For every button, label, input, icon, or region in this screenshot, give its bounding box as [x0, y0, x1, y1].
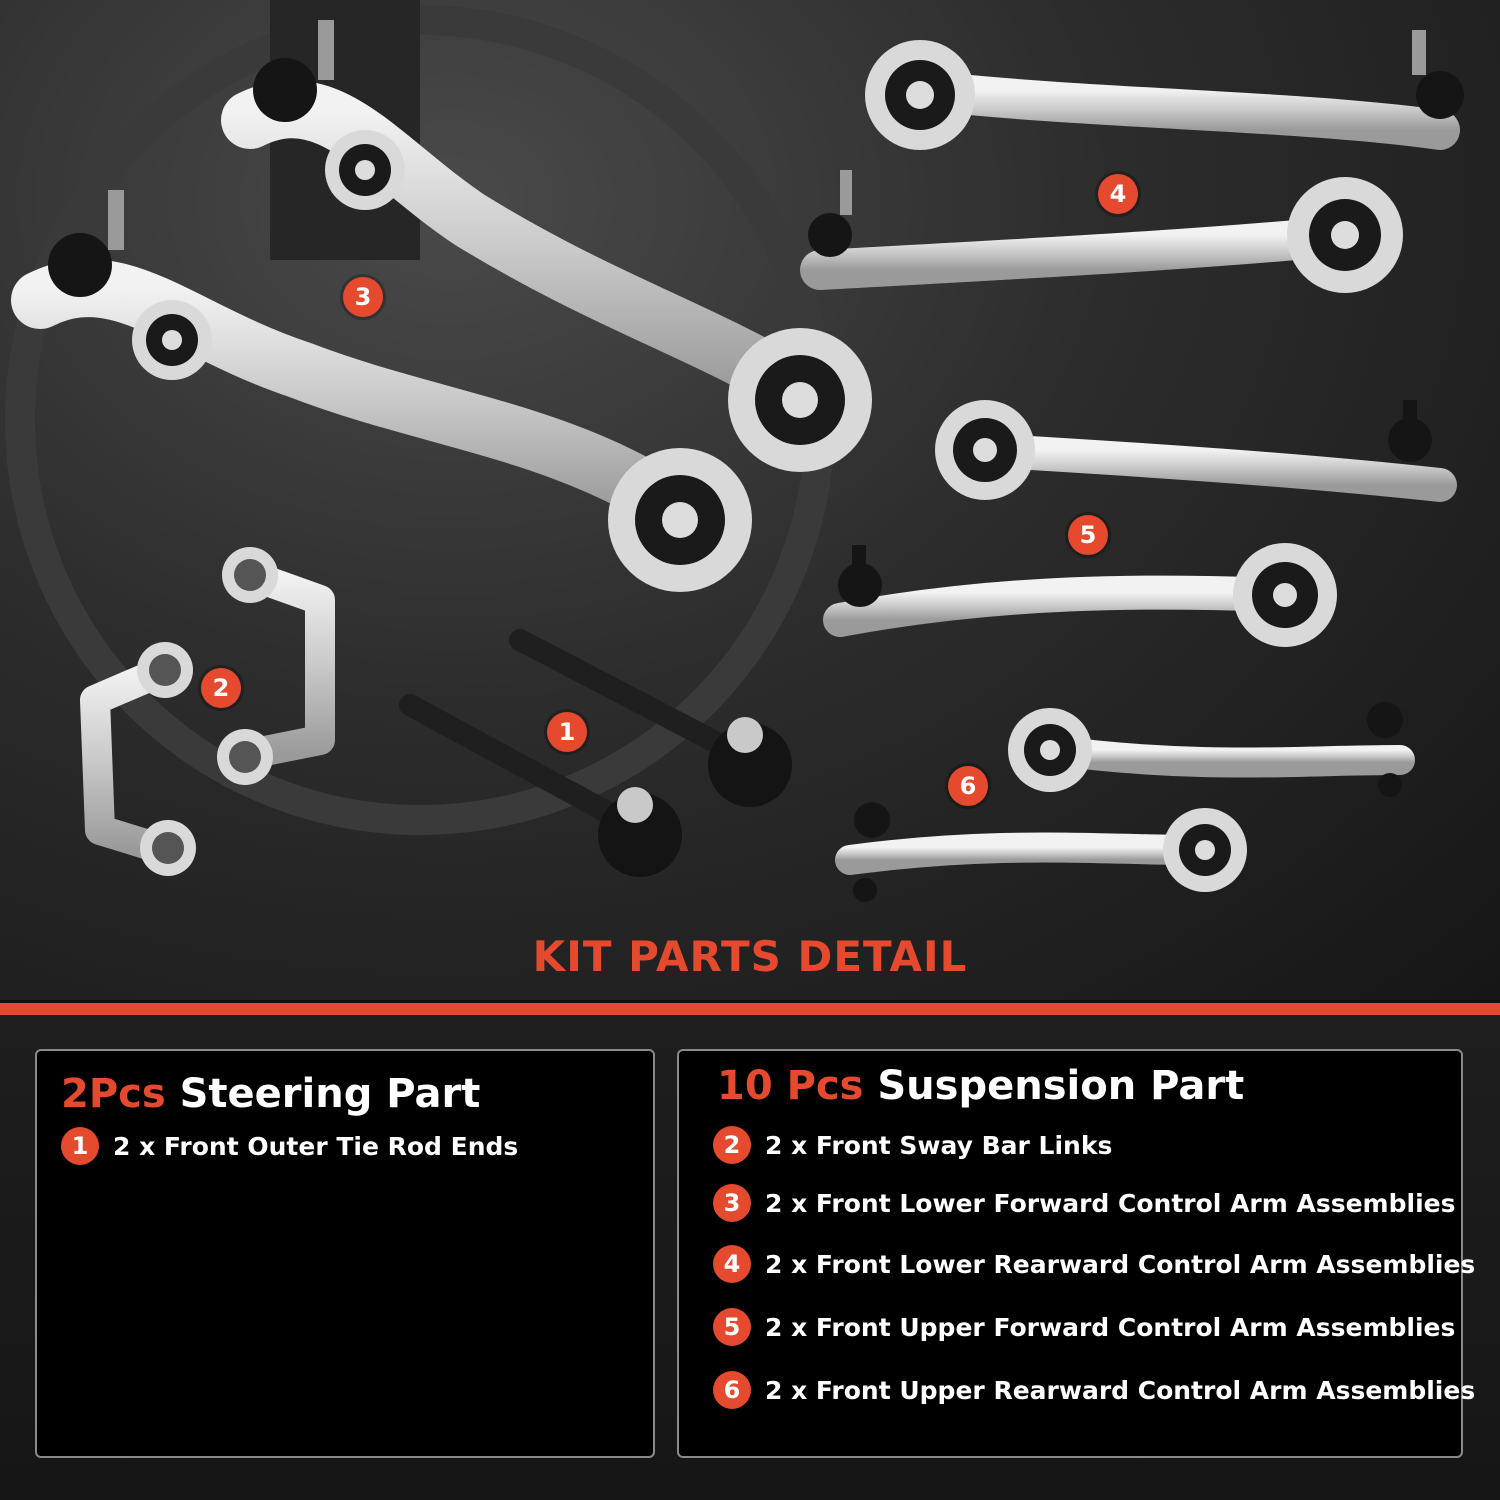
- callout-badge: 3: [343, 277, 383, 317]
- tie-rod-ends: [399, 629, 792, 877]
- list-item: 3 2 x Front Lower Forward Control Arm As…: [713, 1184, 1455, 1222]
- sway-bar-links: [80, 547, 335, 876]
- item-number-badge: 4: [713, 1245, 751, 1283]
- list-item: 2 2 x Front Sway Bar Links: [713, 1126, 1112, 1164]
- lower-rearward-control-arms: [800, 30, 1464, 293]
- callout-badge: 6: [948, 766, 988, 806]
- suspension-heading: 10 Pcs Suspension Part: [717, 1063, 1244, 1109]
- list-item: 4 2 x Front Lower Rearward Control Arm A…: [713, 1245, 1475, 1283]
- item-label: 2 x Front Upper Forward Control Arm Asse…: [765, 1312, 1456, 1342]
- suspension-title: Suspension Part: [877, 1063, 1245, 1109]
- item-number-badge: 1: [61, 1127, 99, 1165]
- list-item: 6 2 x Front Upper Rearward Control Arm A…: [713, 1371, 1475, 1409]
- product-photo: 1 2 3 4 5 6: [0, 0, 1500, 1000]
- item-label: 2 x Front Sway Bar Links: [765, 1130, 1113, 1160]
- item-label: 2 x Front Lower Rearward Control Arm Ass…: [765, 1249, 1476, 1279]
- item-label: 2 x Front Upper Rearward Control Arm Ass…: [765, 1375, 1476, 1405]
- accent-divider: [0, 1003, 1500, 1015]
- item-number-badge: 5: [713, 1308, 751, 1346]
- callout-badge: 5: [1068, 515, 1108, 555]
- list-item: 5 2 x Front Upper Forward Control Arm As…: [713, 1308, 1455, 1346]
- upper-forward-control-arms: [823, 400, 1457, 647]
- steering-count: 2Pcs: [61, 1071, 166, 1117]
- item-label: 2 x Front Lower Forward Control Arm Asse…: [765, 1188, 1456, 1218]
- steering-title: Steering Part: [179, 1071, 481, 1117]
- item-label: 2 x Front Outer Tie Rod Ends: [113, 1131, 519, 1161]
- list-item: 1 2 x Front Outer Tie Rod Ends: [61, 1127, 518, 1165]
- item-number-badge: 6: [713, 1371, 751, 1409]
- parts-illustration: [5, 0, 1464, 902]
- callout-badge: 2: [201, 668, 241, 708]
- lower-forward-control-arms: [11, 20, 872, 592]
- steering-part-panel: 2Pcs Steering Part 1 2 x Front Outer Tie…: [35, 1049, 655, 1458]
- suspension-part-panel: 10 Pcs Suspension Part 2 2 x Front Sway …: [677, 1049, 1475, 1458]
- item-number-badge: 3: [713, 1184, 751, 1222]
- upper-rearward-control-arms: [835, 702, 1415, 902]
- item-number-badge: 2: [713, 1126, 751, 1164]
- steering-heading: 2Pcs Steering Part: [61, 1071, 480, 1117]
- callout-badge: 1: [547, 712, 587, 752]
- callout-badge: 4: [1098, 174, 1138, 214]
- suspension-count: 10 Pcs: [717, 1063, 864, 1109]
- kit-parts-detail-title: KIT PARTS DETAIL: [532, 932, 968, 981]
